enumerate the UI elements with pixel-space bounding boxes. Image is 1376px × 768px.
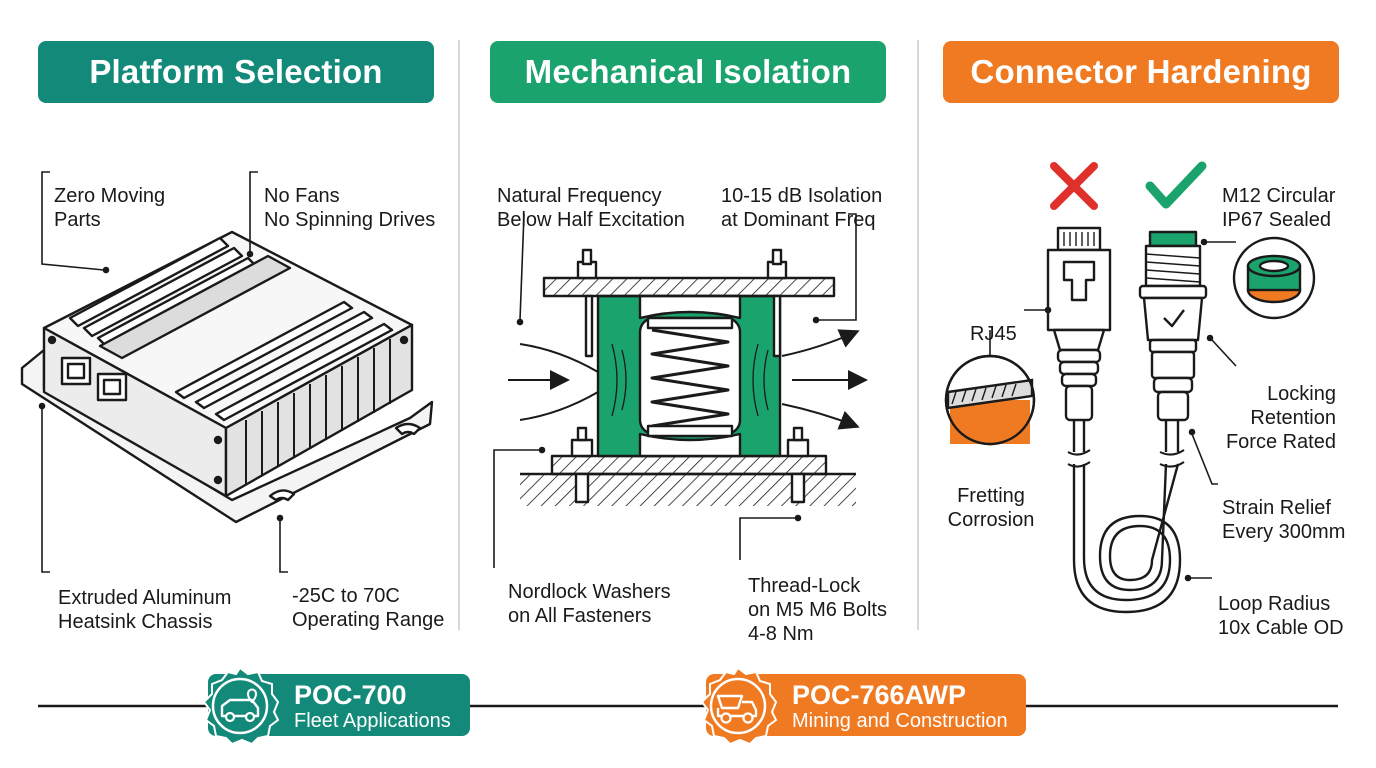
cable-loop-illustration (1067, 449, 1185, 614)
rj45-connector-illustration (1046, 226, 1112, 452)
badge-subtitle: Fleet Applications (294, 710, 451, 732)
panel-title-connector-hardening: Connector Hardening (943, 41, 1339, 103)
label-rj45: RJ45 (970, 323, 1017, 345)
van-location-icon (202, 666, 280, 746)
panel-title-mechanical-isolation: Mechanical Isolation (490, 41, 886, 103)
leader-lines-platform (38, 171, 288, 573)
m12-connector-illustration (1138, 230, 1208, 452)
dump-truck-icon (700, 666, 778, 746)
vibration-flow-arrows (508, 329, 868, 430)
badge-code: POC-700 (294, 680, 407, 710)
panel-title-platform-selection: Platform Selection (38, 41, 434, 103)
check-mark-icon (1145, 161, 1207, 209)
badge-code: POC-766AWP (792, 680, 967, 710)
leader-lines-isolation (493, 213, 857, 568)
x-mark-icon (1050, 162, 1098, 210)
ip67-seal-detail-icon (1232, 236, 1316, 320)
leader-lines-connector (989, 238, 1237, 582)
badge-subtitle: Mining and Construction (792, 710, 1008, 732)
vibration-isolator-illustration (520, 248, 856, 506)
column-divider-1 (458, 40, 460, 630)
fanless-chassis-illustration (20, 230, 434, 524)
column-divider-2 (917, 40, 919, 630)
